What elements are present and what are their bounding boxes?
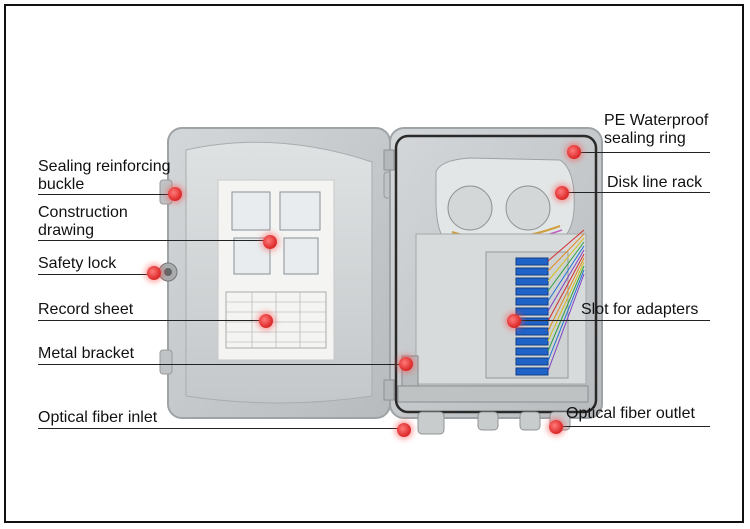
- label-slot-for-adapters: Slot for adapters: [581, 301, 698, 319]
- label-text: Disk line rack: [607, 174, 703, 191]
- callout-line-buckle: [38, 194, 176, 195]
- pigtail-fiber: [547, 265, 585, 352]
- sc-adapter: [515, 257, 549, 266]
- marker-slot: [507, 314, 521, 328]
- label-text: Safety lock: [38, 255, 117, 272]
- label-text: Sealing reinforcing buckle: [38, 158, 171, 193]
- record-sheet-paper: [217, 179, 335, 361]
- sc-adapter: [515, 327, 549, 336]
- marker-pe: [567, 145, 581, 159]
- label-text: Optical fiber outlet: [566, 405, 695, 422]
- sc-adapter: [515, 367, 549, 376]
- pigtail-fiber: [547, 269, 585, 362]
- pigtail-fiber: [547, 229, 585, 262]
- pigtail-fiber: [547, 237, 585, 282]
- pigtail-fiber: [547, 257, 585, 332]
- label-text: Metal bracket: [38, 345, 135, 362]
- marker-buckle: [168, 187, 182, 201]
- callout-line-drawing: [38, 240, 270, 241]
- sc-adapter: [515, 357, 549, 366]
- marker-inlet: [397, 423, 411, 437]
- adapter-panel: [415, 233, 587, 385]
- pigtail-fiber: [547, 273, 585, 372]
- callout-line-record: [38, 320, 266, 321]
- label-optical-fiber-inlet: Optical fiber inlet: [38, 409, 157, 427]
- callout-line-rack: [562, 192, 710, 193]
- adapter-column: [515, 229, 585, 376]
- pigtail-fiber: [547, 233, 585, 272]
- callout-line-inlet: [38, 428, 404, 429]
- label-text: Record sheet: [38, 301, 134, 318]
- label-optical-fiber-outlet: Optical fiber outlet: [566, 405, 695, 423]
- sc-adapter: [515, 307, 549, 316]
- marker-lock: [147, 266, 161, 280]
- pigtail-fiber: [547, 249, 585, 312]
- callout-line-lock: [38, 274, 154, 275]
- callout-line-pe: [574, 152, 710, 153]
- pigtail-fiber: [547, 245, 585, 302]
- callout-line-outlet: [556, 426, 710, 427]
- label-text: Slot for adapters: [581, 301, 699, 318]
- sc-adapter: [515, 337, 549, 346]
- marker-rack: [555, 186, 569, 200]
- marker-record: [259, 314, 273, 328]
- sc-adapter: [515, 267, 549, 276]
- pigtail-fiber: [547, 241, 585, 292]
- pigtail-fiber: [547, 253, 585, 322]
- marker-drawing: [263, 235, 277, 249]
- pigtail-fiber: [547, 261, 585, 342]
- label-text: PE Waterproof sealing ring: [604, 112, 709, 147]
- sc-adapter: [515, 277, 549, 286]
- callout-line-slot: [514, 320, 710, 321]
- label-pe-waterproof: PE Waterproof sealing ring: [604, 112, 708, 148]
- label-text: Construction drawing: [38, 204, 128, 239]
- sc-adapter: [515, 347, 549, 356]
- label-disk-line-rack: Disk line rack: [607, 174, 702, 192]
- label-sealing-reinforcing-buckle: Sealing reinforcing buckle: [38, 158, 171, 194]
- marker-bracket: [399, 357, 413, 371]
- label-record-sheet: Record sheet: [38, 301, 133, 319]
- sc-adapter: [515, 297, 549, 306]
- label-construction-drawing: Construction drawing: [38, 204, 128, 240]
- label-safety-lock: Safety lock: [38, 255, 116, 273]
- image-frame: [4, 4, 744, 523]
- label-metal-bracket: Metal bracket: [38, 345, 134, 363]
- sc-adapter: [515, 287, 549, 296]
- callout-line-bracket: [38, 364, 406, 365]
- marker-outlet: [549, 420, 563, 434]
- label-text: Optical fiber inlet: [38, 409, 158, 426]
